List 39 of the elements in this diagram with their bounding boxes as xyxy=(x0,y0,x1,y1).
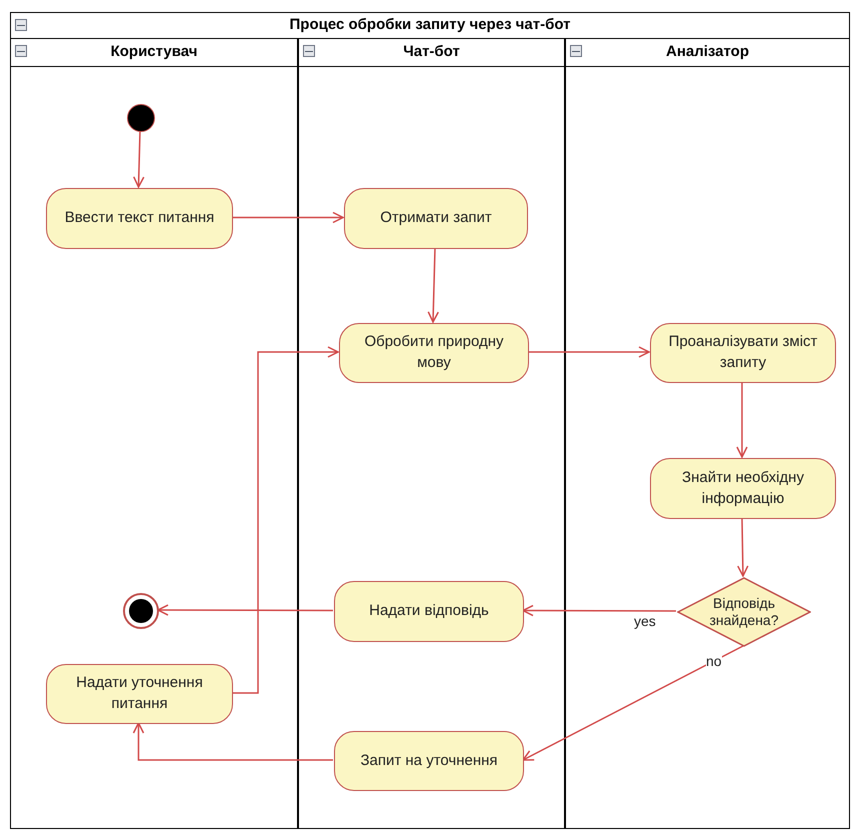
swimlane xyxy=(10,38,298,829)
arrow xyxy=(528,346,650,358)
lane-title: Чат-бот xyxy=(403,42,460,62)
action-box xyxy=(339,323,529,383)
arrow xyxy=(232,346,339,694)
arrow xyxy=(736,382,748,458)
arrow xyxy=(132,722,333,761)
action-label: Запит на уточнення xyxy=(360,750,498,771)
action-box xyxy=(650,458,836,519)
arrow xyxy=(157,604,333,616)
action-box xyxy=(334,581,524,642)
action-label: Ввести текст питання xyxy=(64,208,214,228)
arrow xyxy=(133,130,145,188)
initial-node xyxy=(127,104,155,132)
arrow xyxy=(232,212,344,224)
action-box xyxy=(344,188,528,249)
decision-diamond xyxy=(677,577,811,647)
action-box xyxy=(650,323,836,383)
edge-label: no xyxy=(706,654,722,668)
swimlane xyxy=(298,38,565,829)
lane-title: Аналізатор xyxy=(666,42,749,62)
action-label: Обробити природну мову xyxy=(363,332,505,373)
action-box xyxy=(46,188,233,249)
action-label: Проаналізувати зміст запиту xyxy=(668,332,818,373)
arrow xyxy=(522,604,676,616)
action-label: Надати відповідь xyxy=(369,601,489,622)
action-label: Отримати запит xyxy=(380,208,492,228)
action-label: Знайти необхідну інформацію xyxy=(681,468,805,508)
action-box xyxy=(334,731,524,791)
swimlane xyxy=(565,38,850,829)
final-node xyxy=(123,593,159,629)
arrow xyxy=(522,645,744,761)
diagram-title: Процес обробки запиту через чат-бот xyxy=(290,15,570,36)
arrow xyxy=(737,518,749,577)
lane-title: Користувач xyxy=(110,42,198,62)
action-label: Надати уточнення питання xyxy=(75,673,204,714)
action-label: Відповідь знайдена? xyxy=(708,594,780,630)
arrow xyxy=(428,248,440,323)
action-box xyxy=(46,664,233,724)
